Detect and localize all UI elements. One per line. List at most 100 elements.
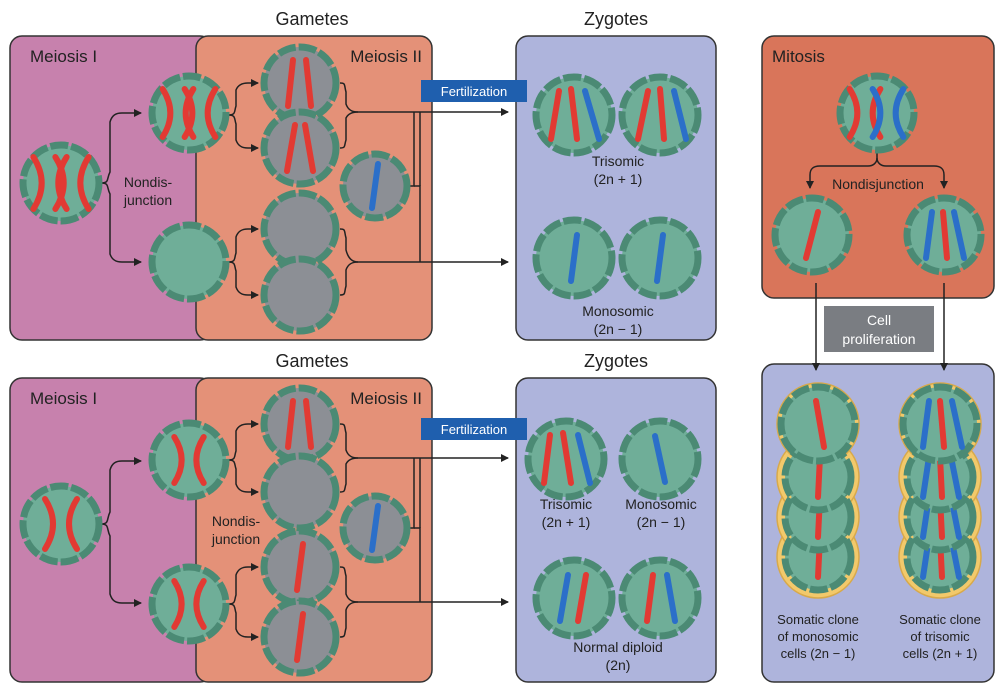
proliferation-label-bg xyxy=(824,306,934,352)
top-monosomic-label: Monosomic xyxy=(582,303,654,319)
top-zygote-trisomic-1 xyxy=(532,73,616,157)
bottom-monosomic-formula: (2n − 1) xyxy=(637,514,686,530)
top-z4-chromosome xyxy=(654,232,666,284)
bottom-zygote-diploid-2 xyxy=(618,556,702,640)
cell-layer xyxy=(19,43,985,677)
mono-clone-label-2: of monosomic xyxy=(778,629,859,644)
top-gamete-3 xyxy=(260,189,340,269)
bottom-zygotes-title: Zygotes xyxy=(584,351,648,371)
bottom-monosomic-label: Monosomic xyxy=(625,496,697,512)
bottom-parent-x-chromosome xyxy=(42,496,80,552)
top-gamete-1-membrane xyxy=(260,43,340,123)
top-m1-x-chromosome-2-right-arm xyxy=(204,86,219,140)
top-gamete-3-membrane xyxy=(260,189,340,269)
bottom-zygote-diploid-1 xyxy=(532,556,616,640)
top-trisomic-label: Trisomic xyxy=(592,153,644,169)
bottom-gamete-1-chromosome-2 xyxy=(303,398,314,450)
top-z2-chromosome-3 xyxy=(671,88,689,142)
bottom-m1-x-chromosome-upper-left-arm xyxy=(171,434,185,486)
bottom-zygote-diploid-2-membrane xyxy=(618,556,702,640)
bottom-gamete-1-chromosome-1 xyxy=(285,398,296,450)
bottom-z4-chromosome-1 xyxy=(644,572,656,624)
top-parent-x-chromosome-2 xyxy=(52,154,92,212)
top-other-gamete-chromosome xyxy=(369,161,381,211)
bottom-other-gamete-chromosome xyxy=(369,503,381,553)
top-gamete-4 xyxy=(260,255,340,335)
top-z1-chromosome-3 xyxy=(582,88,602,142)
top-meiosis1-cell-upper xyxy=(148,72,230,154)
bottom-z2-chromosome xyxy=(652,433,668,485)
bottom-trisomic-label: Trisomic xyxy=(540,496,592,512)
bottom-m1-x-chromosome-lower-left-arm xyxy=(171,578,185,630)
top-m1-x-chromosome-1 xyxy=(159,86,197,140)
top-trisomic-formula: (2n + 1) xyxy=(594,171,643,187)
tri-clone-cell-top xyxy=(899,383,981,465)
top-meiosis1-cell-lower-membrane xyxy=(148,221,230,303)
top-meiosis1-cell-lower xyxy=(148,221,230,303)
top-zygotes-title: Zygotes xyxy=(584,9,648,29)
top-z1-chromosome-1 xyxy=(548,88,562,142)
proliferation-label-2: proliferation xyxy=(842,331,915,347)
bottom-meiosis1-bracket xyxy=(99,457,142,607)
top-m1-x-chromosome-1-right-arm xyxy=(182,86,197,140)
bottom-nondisjunction-label-1: Nondis- xyxy=(212,513,261,529)
bottom-meiosis1-cell-lower-membrane xyxy=(148,563,230,645)
top-nondisjunction-label-1: Nondis- xyxy=(124,174,173,190)
bottom-fertilization-label: Fertilization xyxy=(441,422,507,437)
bottom-meiosis1-cell-lower xyxy=(148,563,230,645)
mitosis-daughter-trisomic xyxy=(903,194,985,276)
bottom-other-gamete xyxy=(339,492,411,564)
top-meiosis2-lower-bracket xyxy=(227,225,259,299)
tri-clone-top-chromosome-2 xyxy=(937,398,947,450)
mitosis-d2-chromosome-2 xyxy=(940,209,950,261)
mitosis-d2-chromosome-3 xyxy=(951,209,967,261)
bottom-trisomic-formula: (2n + 1) xyxy=(542,514,591,530)
tri-clone-cell-3-chromosome-1 xyxy=(920,454,932,500)
top-gamete-1-chromosome-1 xyxy=(285,57,296,109)
mono-clone-label-3: cells (2n − 1) xyxy=(781,646,856,661)
top-meiosis2-title: Meiosis II xyxy=(350,47,422,66)
tri-clone-label-3: cells (2n + 1) xyxy=(903,646,978,661)
mitosis-parent-x-chromosome-red-left-arm xyxy=(846,86,861,140)
top-fertilization-label-bg xyxy=(421,80,527,102)
tri-clone-top-chromosome-1 xyxy=(920,398,932,450)
mitosis-nondisjunction-label-bg xyxy=(820,174,936,194)
bottom-fertilization-label-bg xyxy=(421,418,527,440)
top-gamete-4-membrane xyxy=(260,255,340,335)
top-m1-x-chromosome-2 xyxy=(181,86,219,140)
bottom-parent-cell-membrane xyxy=(19,482,103,566)
top-monosomic-formula: (2n − 1) xyxy=(594,321,643,337)
tri-clone-top-chromosome-3 xyxy=(949,398,965,450)
top-parent-x-chromosome-1-right-arm xyxy=(55,154,70,212)
bottom-gamete-4-chromosome xyxy=(294,611,306,663)
tri-clone-cell-3-chromosome-3 xyxy=(948,454,962,500)
bottom-nondisjunction-label-2: junction xyxy=(211,531,260,547)
bottom-gametes-title: Gametes xyxy=(275,351,348,371)
top-m1-x-chromosome-2-left-arm xyxy=(181,86,196,140)
mitosis-parent-x-chromosome-blue-left-arm xyxy=(869,86,884,140)
top-parent-x-chromosome-1 xyxy=(30,154,70,212)
bottom-gamete-1-membrane xyxy=(260,384,340,464)
bottom-z1-chromosome-3 xyxy=(575,432,593,486)
bottom-gamete-to-zygote-lines xyxy=(339,423,509,638)
top-gamete-1-chromosome-2 xyxy=(303,57,314,109)
bottom-z1-chromosome-1 xyxy=(541,432,553,486)
top-meiosis2-upper-bracket xyxy=(227,79,259,152)
bottom-meiosis1-cell-upper-membrane xyxy=(148,419,230,501)
top-other-gamete xyxy=(339,150,411,222)
mono-clone-top-chromosome xyxy=(813,398,827,450)
top-nondisjunction-label-2: junction xyxy=(123,192,172,208)
top-parent-x-chromosome-1-left-arm xyxy=(30,154,45,212)
mitosis-d2-chromosome-1 xyxy=(923,209,935,261)
top-gamete-2 xyxy=(260,108,340,188)
bottom-m1-x-chromosome-lower xyxy=(171,578,207,630)
mitosis-parent-x-chromosome-blue-right-arm xyxy=(892,86,907,140)
bottom-z1-chromosome-2 xyxy=(560,430,574,486)
top-fertilization-label: Fertilization xyxy=(441,84,507,99)
bottom-meiosis1-cell-upper xyxy=(148,419,230,501)
top-meiosis1-cell-upper-membrane xyxy=(148,72,230,154)
bottom-zygote-diploid-1-membrane xyxy=(532,556,616,640)
top-z2-chromosome-2 xyxy=(657,86,667,142)
